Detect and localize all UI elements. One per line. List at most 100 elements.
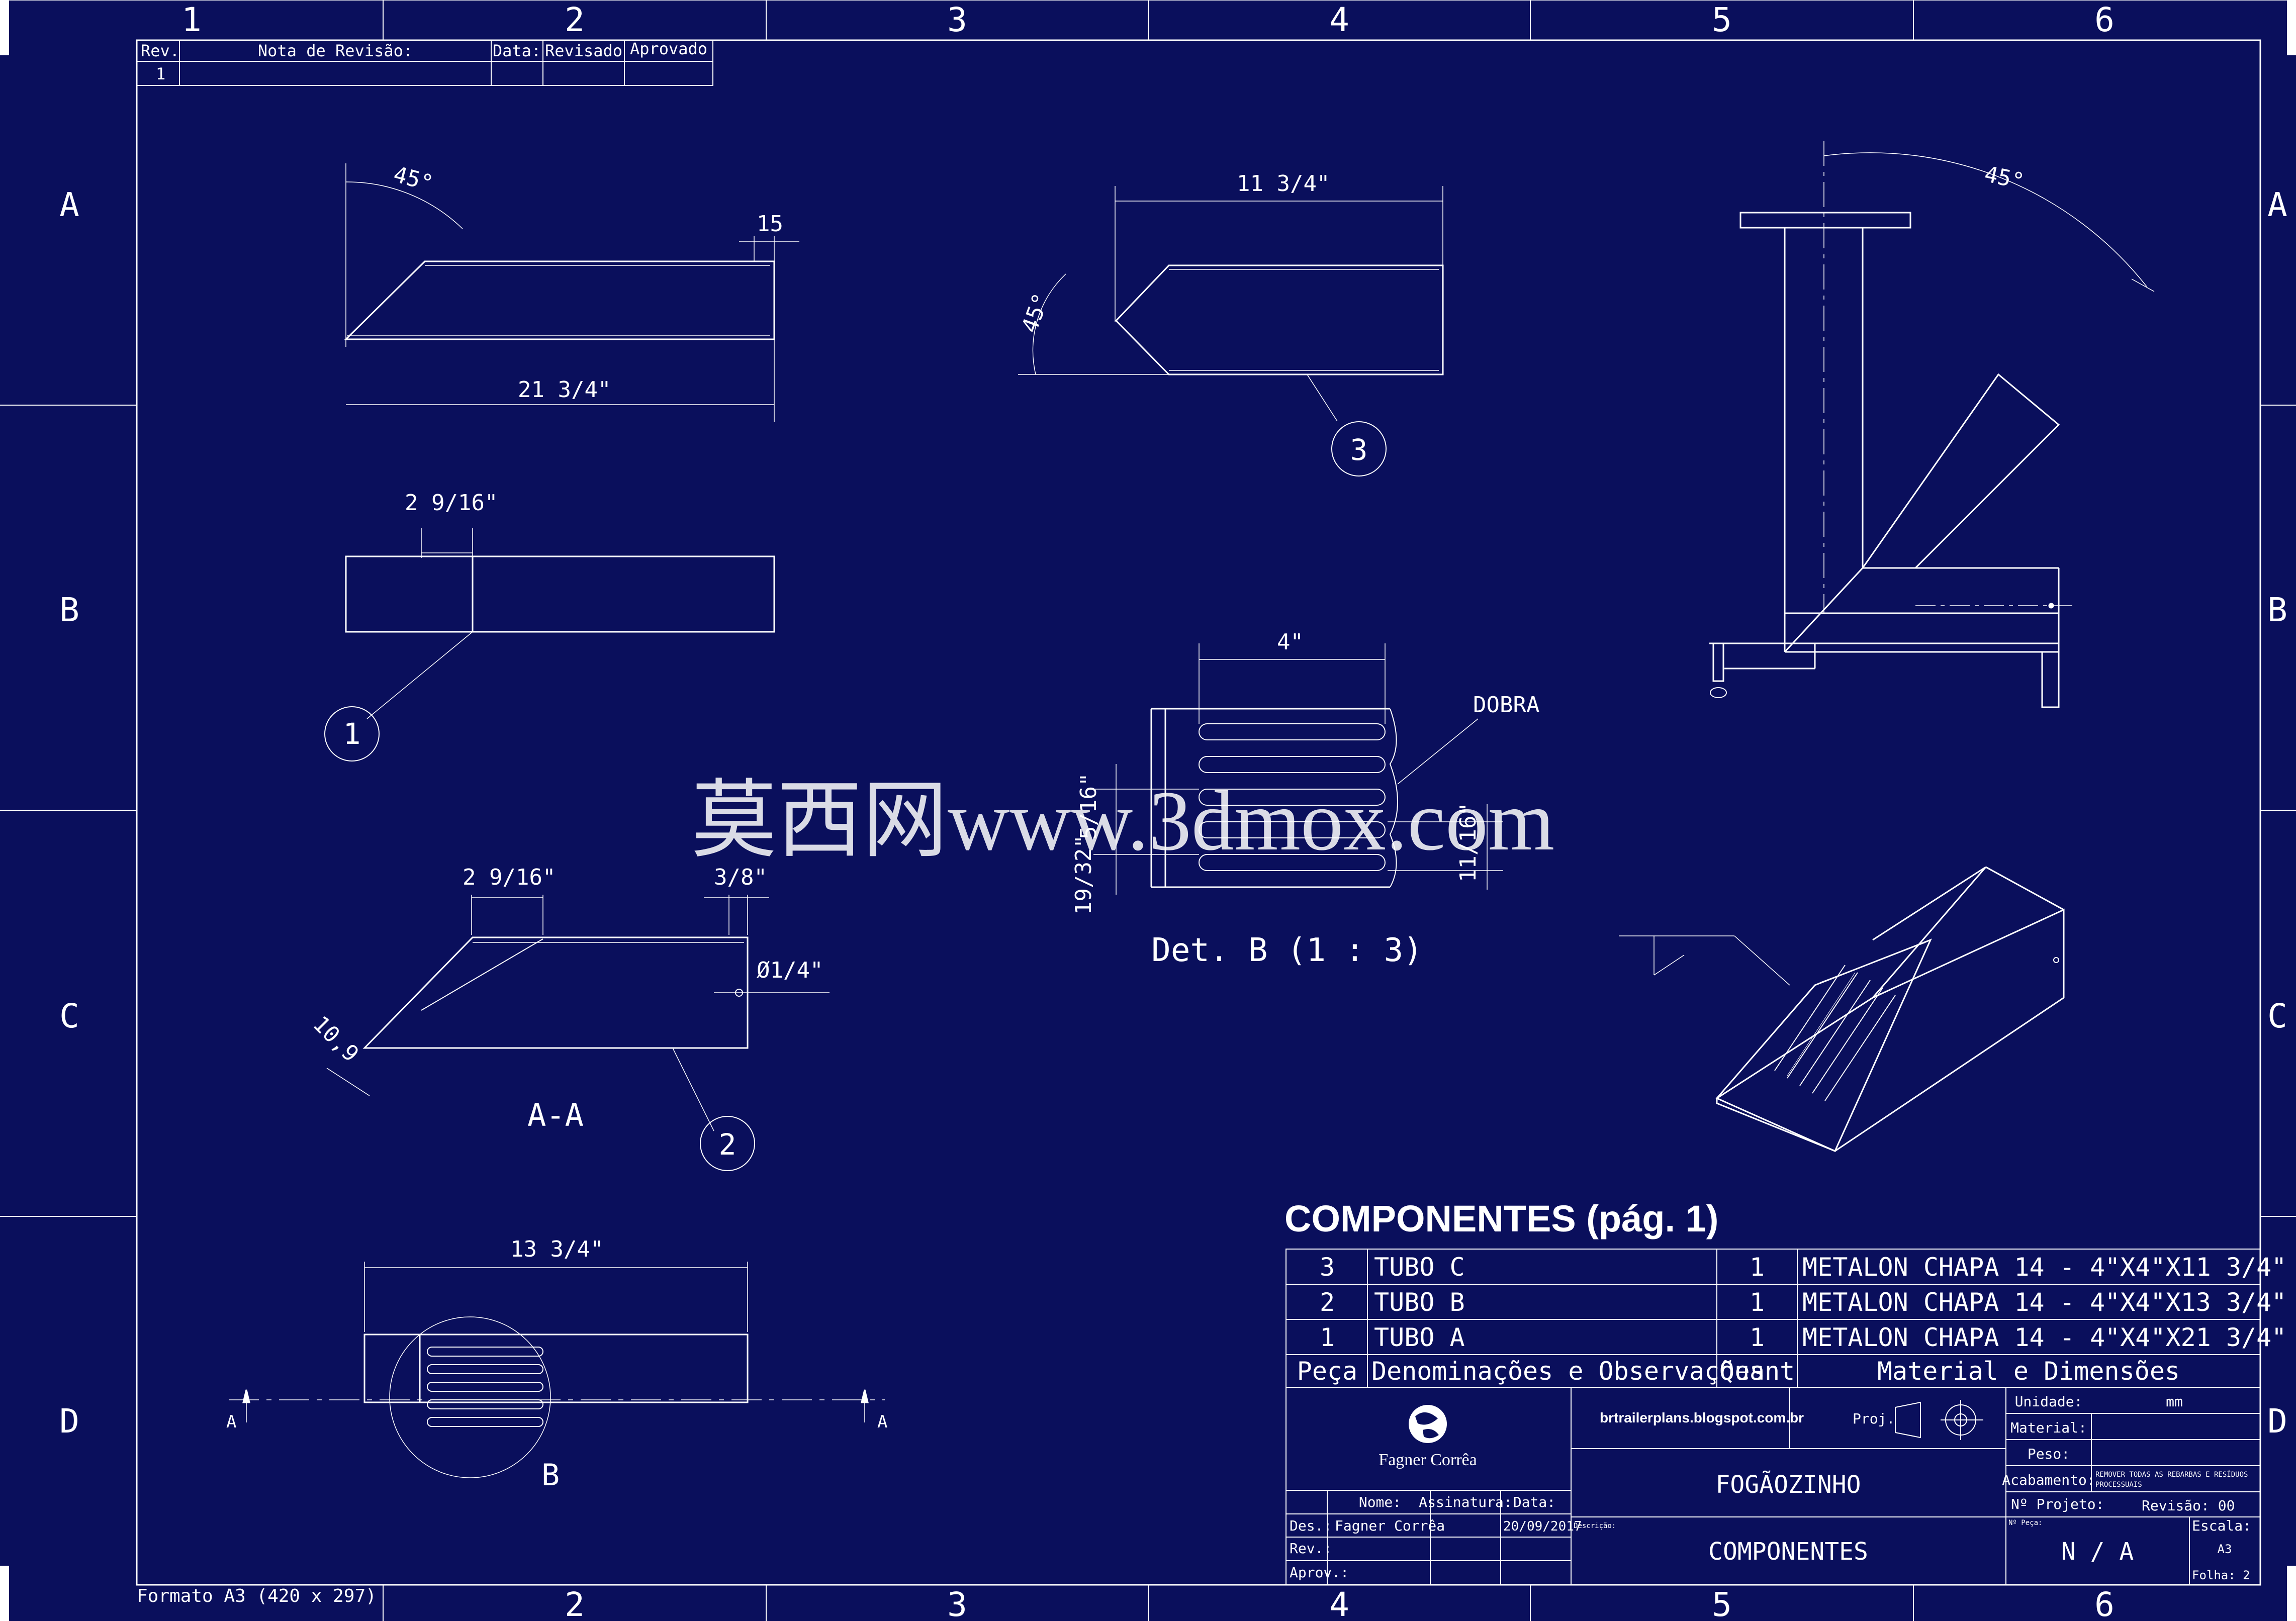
bom-table-text: 3 TUBO C 1 METALON CHAPA 14 - 4"X4"X11 3… [1297, 1253, 2286, 1386]
dim-hole-1-4: Ø1/4" [757, 958, 823, 983]
design-date: 20/09/2017 [1503, 1519, 1582, 1534]
col-label-6-top: 6 [2094, 1, 2115, 39]
designer-name: Fagner Corrêa [1335, 1517, 1445, 1534]
bom-row-3-piece: 1 [1320, 1323, 1335, 1352]
rev-header: Rev. [141, 41, 179, 60]
balloon-2: 2 [719, 1127, 737, 1162]
revision-table-text: Rev. Nota de Revisão: Data: Revisado Apr… [141, 39, 707, 83]
view-tube-c-side [1018, 186, 1444, 476]
weight-label: Peso: [2028, 1446, 2070, 1462]
bom-row-1-qty: 1 [1750, 1253, 1765, 1282]
drawing-frame [136, 39, 2261, 1586]
proj-label: Proj. [1853, 1410, 1895, 1427]
title-block [1285, 1387, 2261, 1585]
rev-approved-header: Aprovado [630, 39, 707, 58]
bom-row-1-material: METALON CHAPA 14 - 4"X4"X11 3/4" [1802, 1253, 2286, 1282]
bom-row-3-material: METALON CHAPA 14 - 4"X4"X21 3/4" [1802, 1323, 2286, 1352]
view-tube-b-top-dims: 13 3/4" A A B [226, 1236, 887, 1493]
rev-row-1-number: 1 [156, 64, 165, 83]
part-number-label: Nº Peça: [2008, 1519, 2042, 1527]
aprov-label: Aprov.: [1290, 1564, 1349, 1581]
bom-table [1285, 1249, 2261, 1388]
rev-note-header: Nota de Revisão: [258, 41, 413, 60]
view-detail-b [1093, 643, 1503, 895]
corner-mark-bl [0, 1566, 9, 1621]
detail-marker-b: B [541, 1458, 560, 1493]
view-tube-a-top [324, 528, 775, 761]
col-label-3-bottom: 3 [947, 1585, 967, 1621]
bom-title: COMPONENTES (pág. 1) [1284, 1198, 1718, 1239]
row-label-d-right: D [2267, 1402, 2287, 1441]
section-view-label: A-A [527, 1097, 584, 1133]
revision-label: Revisão: 00 [2142, 1497, 2235, 1514]
bom-header-material: Material e Dimensões [1877, 1357, 2180, 1386]
description-value: COMPONENTES [1708, 1538, 1868, 1566]
view-section-aa-dims: 2 9/16" 3/8" Ø1/4" 10,9 A-A 2 [308, 865, 823, 1162]
material-label: Material: [2010, 1419, 2087, 1436]
paper-format-note: Formato A3 (420 x 297) [137, 1586, 377, 1606]
bom-header-qty: Quant [1719, 1357, 1795, 1386]
watermark: 莫西网www.3dmox.com [691, 774, 1554, 868]
row-label-c-left: C [59, 997, 79, 1035]
bom-row-1-piece: 3 [1320, 1253, 1335, 1282]
view-detail-b-dims: 4" DOBRA 5/16" 19/32" 11/16" Det. B (1 :… [1071, 629, 1539, 969]
scale-label: Escala: [2192, 1517, 2251, 1534]
row-label-b-right: B [2267, 591, 2287, 629]
column-labels: 1 2 3 4 5 6 2 3 4 5 6 [181, 1, 2115, 1621]
row-label-a-left: A [59, 185, 79, 224]
dim-width-2-9-16: 2 9/16" [405, 490, 498, 516]
sign-name-header: Nome: [1359, 1494, 1401, 1510]
projection-symbol [1895, 1400, 1983, 1440]
view-tube-c-side-dims: 11 3/4" 45° 3 [1017, 171, 1367, 467]
dim-detail-19-32: 19/32" [1071, 835, 1096, 915]
corner-mark-br [2287, 1566, 2296, 1621]
author-logo-text: Fagner Corrêa [1379, 1451, 1477, 1469]
bom-header-piece: Peça [1297, 1357, 1357, 1386]
corner-mark-tr [2287, 0, 2296, 55]
view-tube-a-side [344, 163, 799, 422]
bom-row-3-name: TUBO A [1374, 1323, 1465, 1352]
section-marker-right: A [877, 1412, 887, 1432]
col-label-2-top: 2 [565, 1, 585, 39]
view-section-aa [326, 895, 830, 1171]
bom-header-name: Denominações e Observações [1371, 1357, 1765, 1386]
row-labels: A B C D A B C D [59, 185, 2287, 1441]
col-label-2-bottom: 2 [565, 1585, 585, 1621]
view-assembly [1709, 141, 2155, 708]
rev-reviewed-header: Revisado [545, 41, 622, 60]
row-label-a-right: A [2267, 185, 2287, 224]
section-marker-left: A [226, 1412, 236, 1432]
author-logo [1409, 1405, 1447, 1443]
corner-mark-tl [0, 0, 9, 55]
rev-date-header: Data: [493, 41, 541, 60]
dim-length-11-3-4: 11 3/4" [1237, 171, 1330, 197]
row-label-d-left: D [59, 1402, 79, 1441]
title-block-text: Fagner Corrêa brtrailerplans.blogspot.co… [1290, 1393, 2251, 1582]
dim-section-3-8: 3/8" [714, 865, 767, 890]
col-label-5-bottom: 5 [1712, 1585, 1732, 1621]
balloon-1: 1 [343, 717, 361, 751]
view-isometric [1619, 866, 2065, 1152]
col-label-6-bottom: 6 [2094, 1585, 2115, 1621]
col-label-3-top: 3 [947, 1, 967, 39]
sign-date-header: Data: [1513, 1494, 1555, 1510]
view-tube-a-top-dims: 2 9/16" 1 [343, 490, 498, 751]
bom-row-3-qty: 1 [1750, 1323, 1765, 1352]
sign-signature-header: Assinatura: [1419, 1494, 1512, 1510]
view-tube-a-side-dims: 45° 15 21 3/4" [391, 161, 783, 403]
dim-detail-4: 4" [1277, 629, 1304, 655]
dim-length-21-3-4: 21 3/4" [518, 377, 611, 403]
finish-note-2: PROCESSUAIS [2095, 1481, 2142, 1489]
unit-value: mm [2166, 1393, 2183, 1410]
sheet-label: Folha: 2 [2192, 1568, 2250, 1582]
project-number-label: Nº Projeto: [2011, 1496, 2104, 1512]
rev-label: Rev.: [1290, 1540, 1332, 1557]
bom-row-2-qty: 1 [1750, 1288, 1765, 1317]
balloon-3: 3 [1350, 433, 1368, 467]
bom-row-2-name: TUBO B [1374, 1288, 1465, 1317]
col-label-5-top: 5 [1712, 1, 1732, 39]
detail-b-title: Det. B (1 : 3) [1151, 932, 1422, 969]
